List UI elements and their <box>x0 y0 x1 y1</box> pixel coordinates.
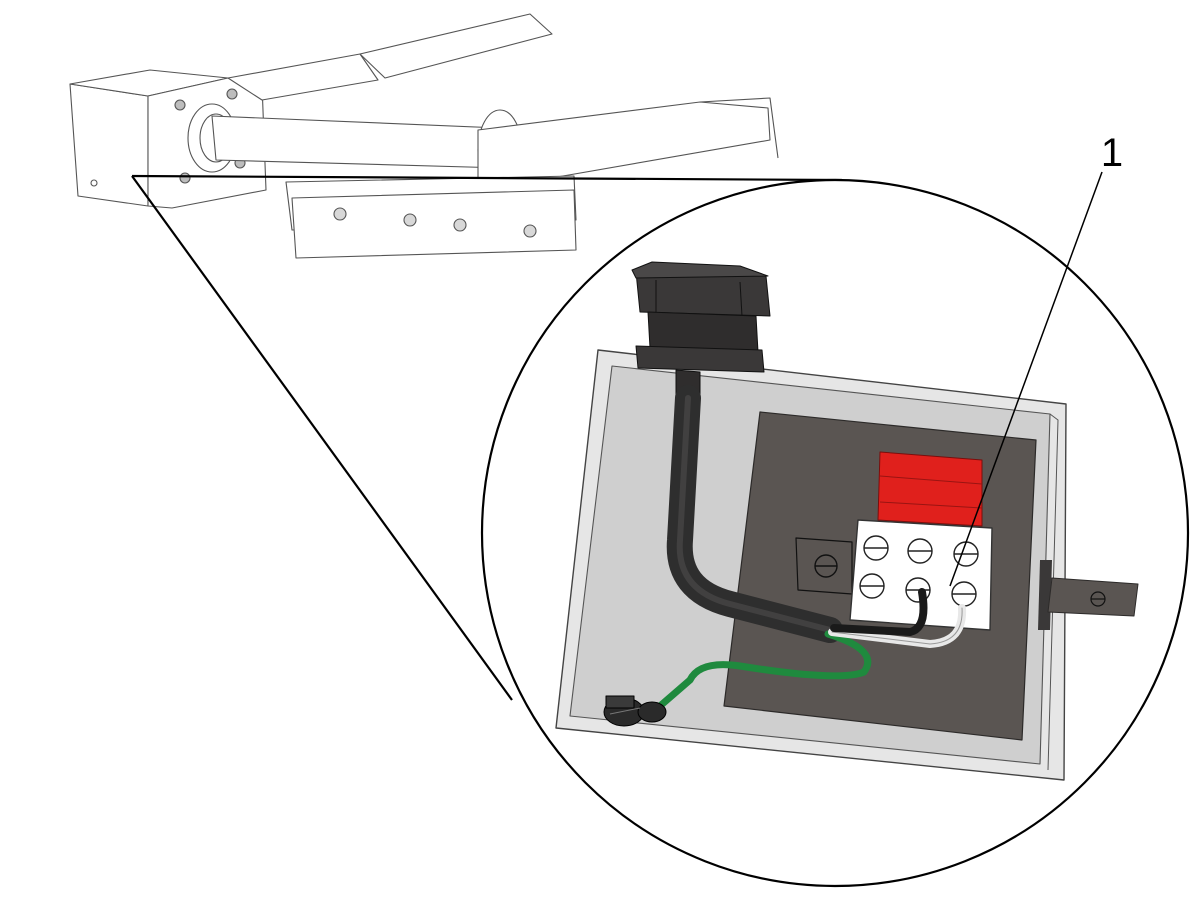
terminal-cover <box>877 451 983 527</box>
green-wire <box>656 630 872 710</box>
bar-screws <box>333 207 537 238</box>
side-bracket <box>1038 560 1139 630</box>
mounting-bar-face <box>291 189 577 259</box>
enclosure-detail <box>555 261 1139 781</box>
mounting-block <box>795 537 853 595</box>
top-flap <box>359 13 553 79</box>
zoom-leaders <box>131 174 843 701</box>
end-housing-side <box>69 83 149 207</box>
zoom-leader-top <box>131 174 843 182</box>
callout-label-1: 1 <box>1101 131 1123 175</box>
overview-assembly <box>69 13 779 259</box>
enclosure-edge <box>1047 413 1059 771</box>
callout-leader <box>949 171 1103 587</box>
upper-beam <box>227 53 379 101</box>
drive-shaft <box>211 115 505 169</box>
terminal-screws <box>859 535 979 607</box>
ground-lug <box>603 695 667 727</box>
terminal-block <box>849 519 993 631</box>
arm-hook <box>699 97 779 159</box>
housing-hole <box>90 179 98 187</box>
zoom-leader-bottom <box>131 175 513 701</box>
black-wire <box>830 588 928 636</box>
